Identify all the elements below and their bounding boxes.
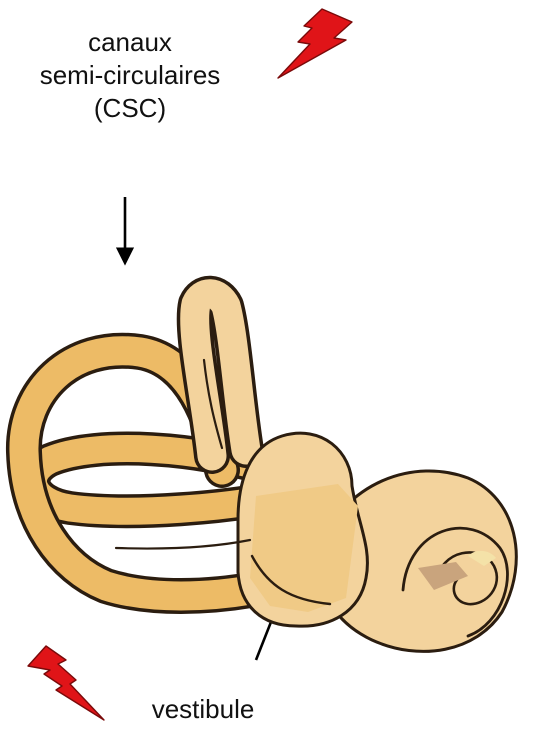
inner-ear-illustration <box>24 294 516 652</box>
lightning-bolt-icon <box>278 9 352 78</box>
lightning-bolt-icon <box>28 646 104 720</box>
superior-canal <box>195 294 246 456</box>
